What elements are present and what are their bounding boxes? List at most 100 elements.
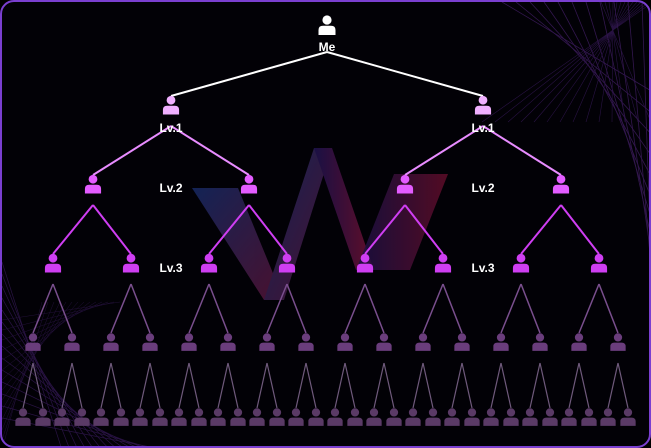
grid-line [2, 301, 91, 371]
person-icon-lv5 [386, 408, 402, 426]
person-body [122, 263, 140, 273]
edge-level-5 [188, 362, 200, 409]
edge-level-5 [334, 362, 346, 409]
person-head [603, 408, 613, 417]
person-icon-lv5 [171, 408, 187, 426]
edge-level-4 [188, 283, 210, 334]
edge-level-5 [383, 362, 395, 409]
person-body [132, 417, 148, 426]
person-icon-lv4 [532, 333, 548, 351]
person-body [561, 417, 577, 426]
person-head [262, 333, 272, 342]
edge-level-4 [52, 283, 73, 334]
grid-line [2, 301, 115, 331]
person-icon-lv4 [337, 333, 353, 351]
edge-level-3 [52, 204, 94, 255]
person-icon-lv3 [44, 253, 62, 273]
person-icon-lv4 [25, 333, 41, 351]
person-body [327, 417, 343, 426]
person-icon-lv1 [162, 95, 180, 115]
grid-line [2, 357, 122, 446]
person-body [220, 342, 236, 351]
grid-line [529, 2, 649, 133]
person-head [584, 408, 594, 417]
grid-line [2, 301, 109, 341]
wn-logo-watermark [192, 148, 448, 300]
person-head [322, 15, 332, 25]
person-icon-lv5 [444, 408, 460, 426]
level-label-lv3-right: Lv.3 [471, 261, 494, 275]
person-icon-lv4 [220, 333, 236, 351]
edge-level-4 [286, 283, 307, 334]
person-body [84, 184, 102, 194]
edge-level-5 [217, 362, 229, 409]
grid-line [546, 2, 634, 123]
person-icon-lv5 [620, 408, 636, 426]
person-head [574, 333, 584, 342]
person-body [44, 263, 62, 273]
person-head [291, 408, 301, 417]
person-body [318, 25, 336, 35]
edge-level-5 [139, 362, 151, 409]
edge-level-5 [373, 362, 385, 409]
person-head [223, 333, 233, 342]
person-body [142, 342, 158, 351]
person-head [301, 333, 311, 342]
edge-level-5 [500, 362, 512, 409]
person-icon-lv5 [366, 408, 382, 426]
person-head [389, 408, 399, 417]
edge-level-5 [71, 362, 83, 409]
edge-level-2 [482, 125, 562, 176]
edge-level-5 [32, 362, 44, 409]
person-icon-lv3 [512, 253, 530, 273]
person-icon-lv4 [259, 333, 275, 351]
person-head [556, 174, 566, 184]
edge-level-5 [266, 362, 278, 409]
person-body [356, 263, 374, 273]
edge-level-5 [539, 362, 551, 409]
person-body [425, 417, 441, 426]
grid-line [2, 301, 85, 381]
edge-level-4 [364, 283, 385, 334]
person-icon-lv5 [600, 408, 616, 426]
person-head [252, 408, 262, 417]
person-body [298, 342, 314, 351]
person-head [438, 253, 448, 263]
edge-level-5 [256, 362, 268, 409]
person-head [166, 95, 176, 105]
person-body [552, 184, 570, 194]
edge-level-4 [110, 283, 132, 334]
grid-line [604, 2, 639, 123]
person-body [288, 417, 304, 426]
person-head [88, 174, 98, 184]
edge-level-3 [560, 204, 600, 255]
level-label-lv1-left: Lv.1 [159, 121, 182, 135]
grid-line [2, 345, 115, 446]
person-body [532, 342, 548, 351]
person-icon-lv5 [152, 408, 168, 426]
person-head [116, 408, 126, 417]
person-icon-lv4 [64, 333, 80, 351]
person-icon-lv5 [308, 408, 324, 426]
person-head [174, 408, 184, 417]
person-head [457, 333, 467, 342]
person-body [191, 417, 207, 426]
person-icon-me [318, 15, 336, 35]
grid-line [585, 2, 649, 213]
person-body [337, 342, 353, 351]
person-head [545, 408, 555, 417]
person-icon-lv5 [191, 408, 207, 426]
person-body [74, 417, 90, 426]
person-body [103, 342, 119, 351]
person-icon-lv5 [483, 408, 499, 426]
person-body [610, 342, 626, 351]
edge-level-4 [520, 283, 541, 334]
person-head [18, 408, 28, 417]
person-head [213, 408, 223, 417]
person-head [516, 253, 526, 263]
person-head [145, 333, 155, 342]
person-body [376, 342, 392, 351]
person-icon-lv5 [503, 408, 519, 426]
person-body [93, 417, 109, 426]
